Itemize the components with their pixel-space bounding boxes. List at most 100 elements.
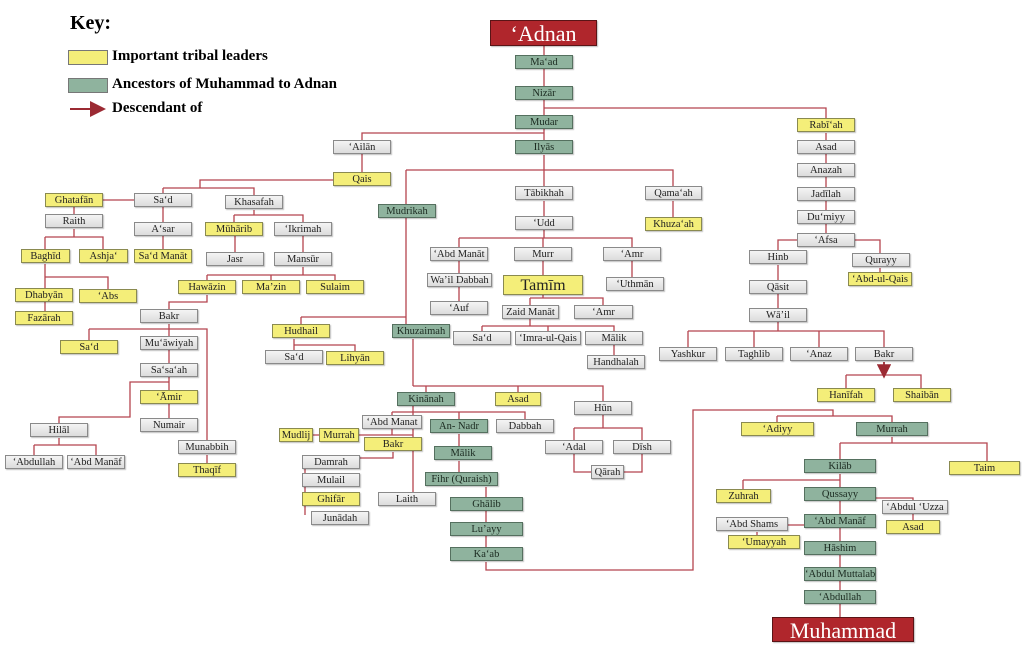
tree-node-tamim: Tamīm (503, 275, 583, 295)
tree-node-mansur: Mansūr (274, 252, 332, 266)
tree-node-adnan: ʻAdnan (490, 20, 597, 46)
tree-node-hinb: Hinb (749, 250, 807, 264)
tree-node-abdmanaf: ʻAbd Manāf (804, 514, 876, 528)
tree-node-khuzaimah: Khuzaimah (392, 324, 450, 338)
tree-node-kilab: Kilāb (804, 459, 876, 473)
tree-node-khasafah: Khasafah (225, 195, 283, 209)
tree-node-lihyan: Lihyān (326, 351, 384, 365)
tree-node-imraulqais: ʻImra-ul-Qais (515, 331, 581, 345)
tree-node-abdmanat-k: ʻAbd Manat (362, 415, 422, 429)
tree-node-annadr: An- Nadr (430, 419, 488, 433)
tree-node-qais: Qais (333, 172, 391, 186)
tree-node-murrah-q: Murrah (856, 422, 928, 436)
tree-node-udd: ʻUdd (515, 216, 573, 230)
tree-node-abdmanaf-h: ʻAbd Manāf (67, 455, 125, 469)
tree-node-raith: Raith (45, 214, 103, 228)
tree-node-auf: ʻAuf (430, 301, 488, 315)
tree-node-ghalib: Ghālib (450, 497, 523, 511)
tree-node-laith: Laith (378, 492, 436, 506)
tree-node-handhalah: Handhalah (587, 355, 645, 369)
tree-node-bakr-h: Bakr (140, 309, 198, 323)
tree-node-asad-r: Asad (797, 140, 855, 154)
tree-node-ashja: Ashjaʻ (79, 249, 128, 263)
tree-node-ghatafan: Ghatafān (45, 193, 103, 207)
tree-node-abdmanat-u: ʻAbd Manāt (430, 247, 488, 261)
tree-node-murrah-k: Murrah (319, 428, 359, 442)
ancestor-swatch (68, 78, 108, 93)
tree-node-zuhrah: Zuhrah (716, 489, 771, 503)
tree-node-malik-t: Mālik (585, 331, 643, 345)
tree-node-muharib: Mūhārib (205, 222, 263, 236)
tree-node-shaiban: Shaibān (893, 388, 951, 402)
tree-node-adiyy: ʻAdiyy (741, 422, 814, 436)
tree-node-baghid: Baghīd (21, 249, 70, 263)
tree-node-mazin: Maʼzin (242, 280, 300, 294)
tree-node-hashim: Hāshim (804, 541, 876, 555)
tree-node-abdulqais: ʻAbd-ul-Qais (848, 272, 912, 286)
tree-node-rabiah: Rabīʻah (797, 118, 855, 132)
tree-node-uthman: ʻUthmān (606, 277, 664, 291)
tree-node-sad-q: Saʻd (134, 193, 192, 207)
tree-node-bakr-w: Bakr (855, 347, 913, 361)
tree-node-umayyah: ʻUmayyah (728, 535, 800, 549)
tree-node-asad-u: Asad (886, 520, 940, 534)
tree-node-waildabbah: Waʼil Dabbah (427, 273, 492, 287)
key-leaders-label: Important tribal leaders (112, 48, 268, 64)
tree-node-wail: Wāʼil (749, 308, 807, 322)
tree-node-jadilah: Jadīlah (797, 187, 855, 201)
tree-node-bakr-k: Bakr (364, 437, 422, 451)
tree-node-muhammad: Muhammad (772, 617, 914, 642)
tree-node-dabbah: Dabbah (496, 419, 554, 433)
tree-node-asar: Aʻsar (134, 222, 192, 236)
tree-node-qasit: Qāsit (749, 280, 807, 294)
tree-node-luayy: Luʼayy (450, 522, 523, 536)
tree-node-ilyas: Ilyās (515, 140, 573, 154)
tree-node-anazah: Anazah (797, 163, 855, 177)
key-title: Key: (70, 12, 112, 34)
tree-node-junadah: Junādah (311, 511, 369, 525)
tree-node-hilal: Hilāl (30, 423, 88, 437)
tree-node-kaab: Kaʻab (450, 547, 523, 561)
tree-node-yashkur: Yashkur (659, 347, 717, 361)
tree-node-hun: Hūn (574, 401, 632, 415)
tree-node-zaidmanat: Zaid Manāt (502, 305, 559, 319)
tree-node-hanifah: Hanīfah (817, 388, 875, 402)
tree-node-amir: ʻĀmir (140, 390, 198, 404)
tree-node-abdullah-h: ʻAbdullah (5, 455, 63, 469)
tree-node-abdulmuttalab: ʻAbdul Muttalab (804, 567, 876, 581)
tree-node-dhabyan: Dhabyān (15, 288, 73, 302)
tree-node-hawazin: Hawāzin (178, 280, 236, 294)
tree-node-taghlib: Taghlib (725, 347, 783, 361)
tree-node-fazarah: Fazārah (15, 311, 73, 325)
tree-node-sulaim: Sulaim (306, 280, 364, 294)
tree-node-nizar: Nizār (515, 86, 573, 100)
tree-node-fihr: Fihr (Quraish) (425, 472, 498, 486)
tree-node-ailan: ʻAilān (333, 140, 391, 154)
tree-node-kinanah: Kinānah (397, 392, 455, 406)
tree-node-munabbih: Munabbih (178, 440, 236, 454)
tree-node-abdshams: ʻAbd Shams (716, 517, 788, 531)
tree-node-damrah: Damrah (302, 455, 360, 469)
tree-node-muawiyah: Muʻāwiyah (140, 336, 198, 350)
tree-node-thaqif: Thaqīf (178, 463, 236, 477)
tree-node-sad-t: Saʻd (453, 331, 511, 345)
tree-node-ghifar: Ghifār (302, 492, 360, 506)
tree-node-malik-q: Mālik (434, 446, 492, 460)
tree-node-sad-h: Saʻd (265, 350, 323, 364)
tree-node-afsa: ʻAfsa (797, 233, 855, 247)
tree-node-mulail: Mulail (302, 473, 360, 487)
tree-node-anaz: ʻAnaz (790, 347, 848, 361)
tree-node-qarah: Qārah (591, 465, 624, 479)
tree-node-dumiyy: Duʻmiyy (797, 210, 855, 224)
tree-node-tabikhah: Tābikhah (515, 186, 573, 200)
tree-node-qussayy: Qussayy (804, 487, 876, 501)
tree-node-mudlij: Mudlij (279, 428, 313, 442)
leader-swatch (68, 50, 108, 65)
tree-node-mudar: Mudar (515, 115, 573, 129)
tree-node-sadmanat: Saʻd Manāt (134, 249, 192, 263)
tree-node-ikrimah: ʻIkrimah (274, 222, 332, 236)
key-descendant-label: Descendant of (112, 100, 203, 116)
tree-node-hudhail: Hudhail (272, 324, 330, 338)
tree-node-khuzaah: Khuzaʻah (645, 217, 702, 231)
